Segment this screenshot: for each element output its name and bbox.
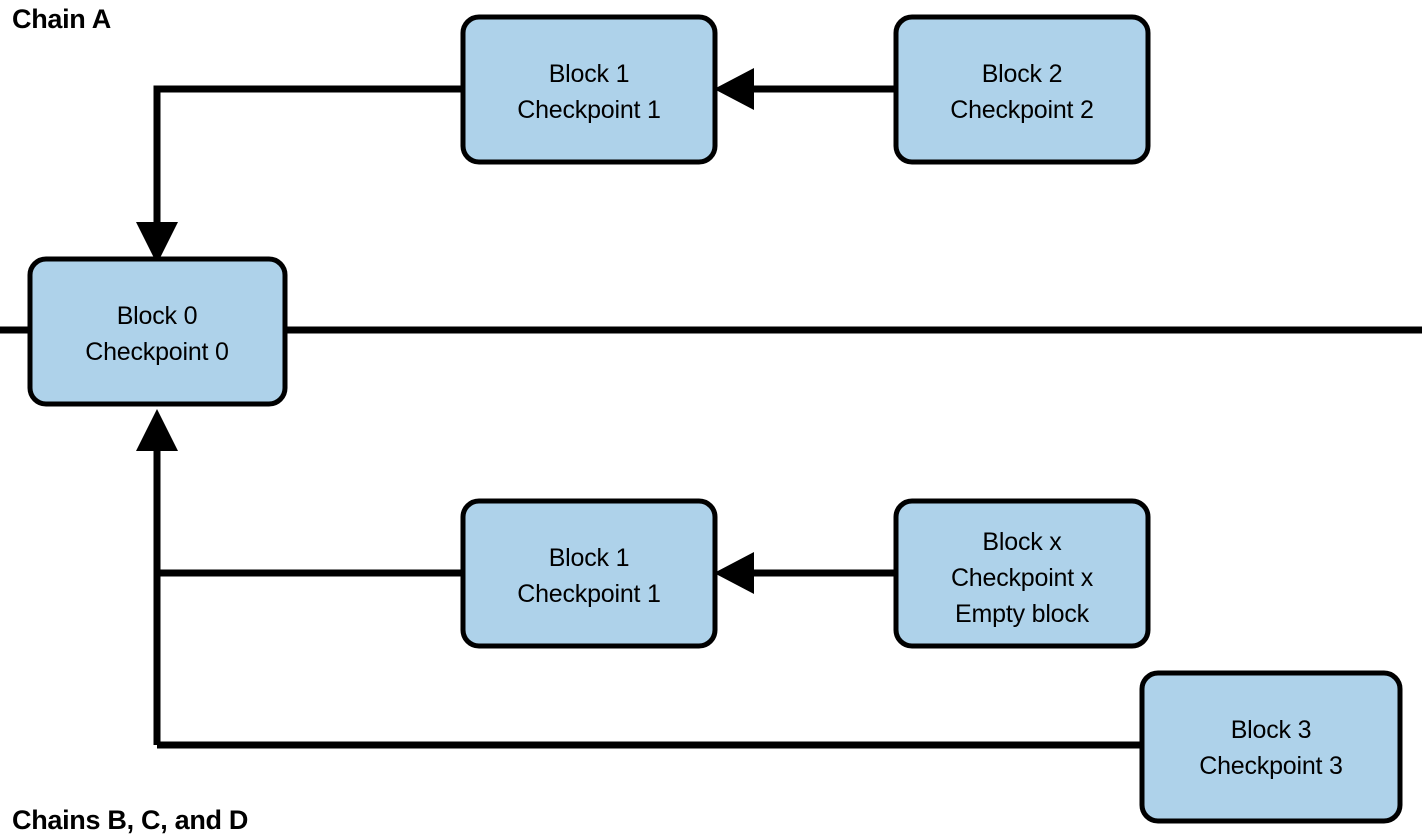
node-blockx-line2: Checkpoint x bbox=[951, 564, 1094, 592]
node-block2a-shape bbox=[893, 14, 1151, 165]
arrowhead-into-block0-top bbox=[136, 222, 178, 264]
arrowhead-into-block1b bbox=[714, 552, 754, 594]
node-block3-line1: Block 3 bbox=[1231, 716, 1312, 744]
node-block0-line2: Checkpoint 0 bbox=[85, 338, 229, 366]
node-block0-line1: Block 0 bbox=[117, 302, 198, 330]
arrowhead-into-block0-bottom bbox=[136, 409, 178, 451]
node-block2a[interactable]: Block 2 Checkpoint 2 bbox=[893, 14, 1151, 165]
node-blockx[interactable]: Block x Checkpoint x Empty block bbox=[893, 498, 1151, 649]
node-block1b[interactable]: Block 1 Checkpoint 1 bbox=[460, 498, 718, 649]
node-block1b-line1: Block 1 bbox=[549, 544, 630, 572]
node-block0-shape bbox=[27, 256, 288, 407]
node-blockx-line1: Block x bbox=[982, 528, 1062, 556]
node-block2a-line2: Checkpoint 2 bbox=[950, 96, 1094, 124]
node-blockx-line3: Empty block bbox=[955, 600, 1090, 628]
edge-block1a-to-block0 bbox=[153, 85, 463, 248]
node-blockx-shape bbox=[893, 498, 1151, 649]
node-block2a-line1: Block 2 bbox=[982, 60, 1063, 88]
node-block3-shape bbox=[1139, 670, 1403, 824]
arrowhead-into-block1a bbox=[714, 68, 754, 110]
node-block1a[interactable]: Block 1 Checkpoint 1 bbox=[460, 14, 718, 165]
node-block1a-shape bbox=[460, 14, 718, 165]
chains-bcd-label: Chains B, C, and D bbox=[12, 805, 248, 835]
node-block1b-shape bbox=[460, 498, 718, 649]
node-block1a-line1: Block 1 bbox=[549, 60, 630, 88]
chain-a-label: Chain A bbox=[12, 4, 111, 34]
node-block3-line2: Checkpoint 3 bbox=[1199, 752, 1343, 780]
node-block0[interactable]: Block 0 Checkpoint 0 bbox=[27, 256, 288, 407]
node-block1a-line2: Checkpoint 1 bbox=[517, 96, 661, 124]
node-block1b-line2: Checkpoint 1 bbox=[517, 580, 661, 608]
node-block3[interactable]: Block 3 Checkpoint 3 bbox=[1139, 670, 1403, 824]
